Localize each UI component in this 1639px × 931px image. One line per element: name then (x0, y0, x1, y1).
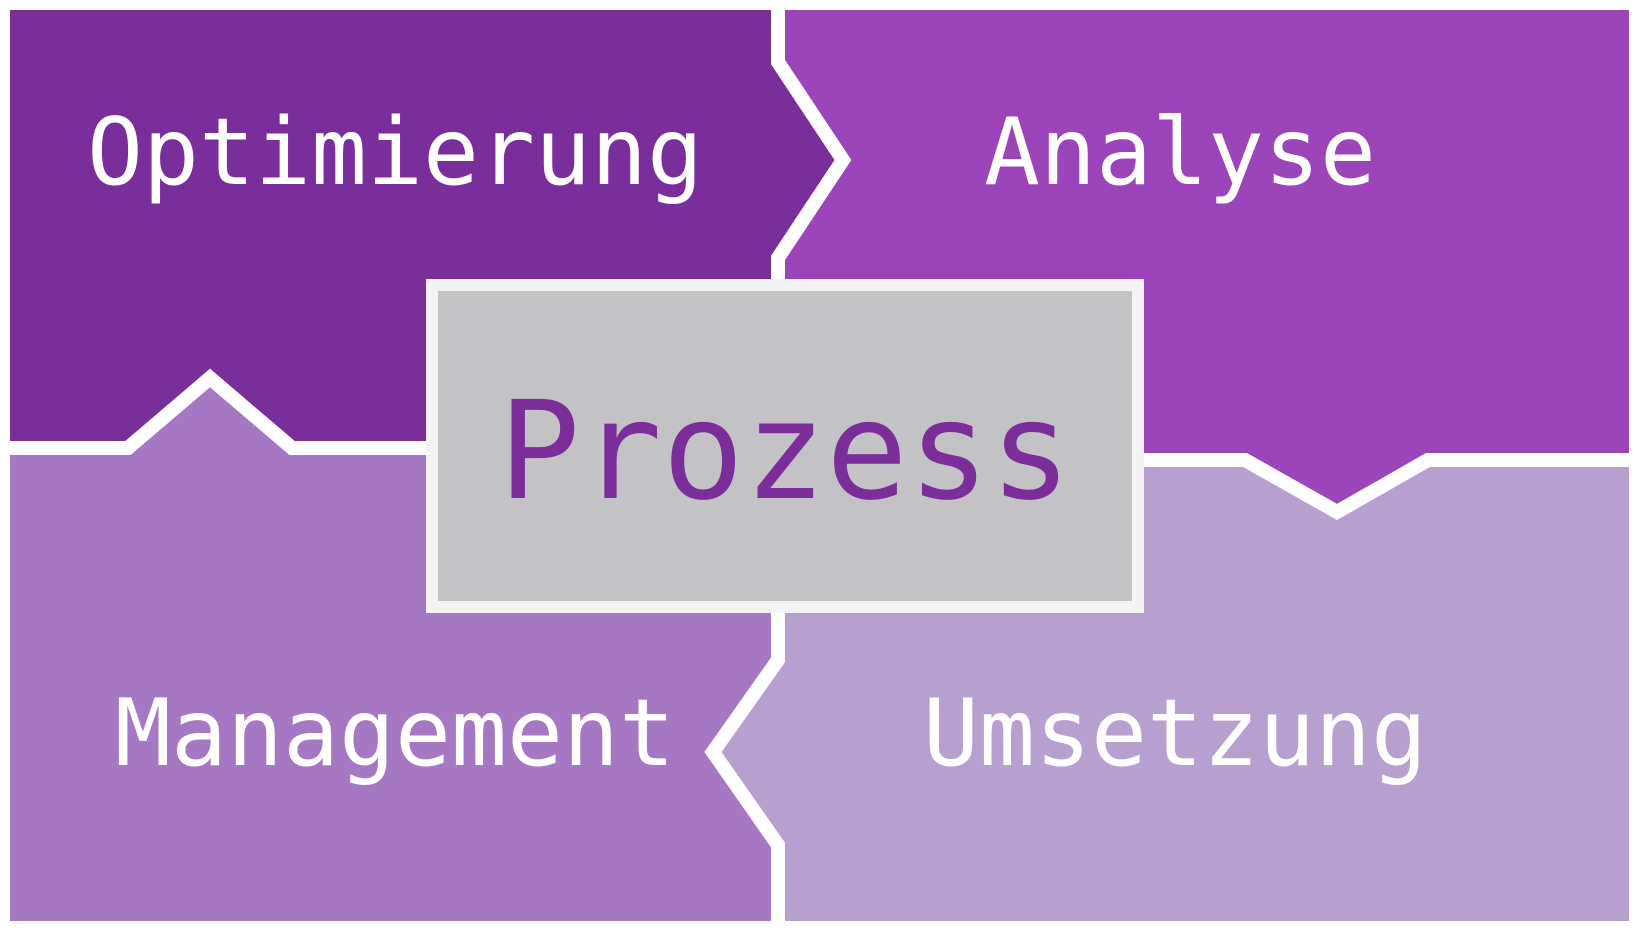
segment-analyse-label: Analyse (984, 98, 1376, 206)
segment-management-label: Management (115, 679, 675, 787)
segment-umsetzung-label: Umsetzung (923, 679, 1427, 787)
segment-optimierung-label: Optimierung (87, 98, 703, 206)
center-box (426, 279, 1144, 613)
center-label: Prozess (498, 373, 1071, 531)
